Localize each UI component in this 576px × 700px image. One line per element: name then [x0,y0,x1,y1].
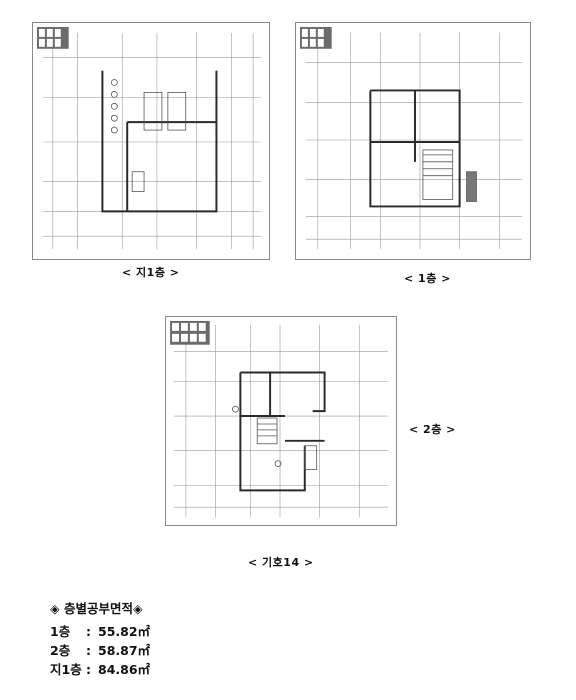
second-floor-plan [165,316,397,526]
caption-basement: < 지1층 > [122,266,180,279]
area-row-separator: : [86,624,91,639]
area-row-label: 2층 [50,643,71,658]
first-floor-plan-drawing [299,26,523,250]
area-row-separator: : [86,643,91,658]
area-row-basement: 지1층:84.86㎡ [50,660,150,679]
basement-floor-plan [32,22,270,260]
area-row-label: 1층 [50,624,71,639]
area-row-label: 지1층 [50,662,82,677]
area-row-separator: : [86,662,91,677]
area-row-value: 55.82㎡ [98,624,151,639]
second-floor-plan-drawing [170,320,388,518]
basement-plan-drawing [36,26,262,250]
caption-unit: < 기호14 > [248,556,314,569]
area-row-second-floor: 2층:58.87㎡ [50,641,150,660]
area-summary-title: ◈ 층별공부면적◈ [50,601,143,616]
area-row-value: 84.86㎡ [98,662,151,677]
floor-area-summary: ◈ 층별공부면적◈ 1층:55.82㎡ 2층:58.87㎡ 지1층:84.86㎡ [50,598,150,679]
first-floor-plan [295,22,531,260]
area-row-first-floor: 1층:55.82㎡ [50,622,150,641]
area-row-value: 58.87㎡ [98,643,151,658]
caption-first-floor: < 1층 > [404,272,451,285]
caption-second-floor: < 2층 > [409,423,456,436]
